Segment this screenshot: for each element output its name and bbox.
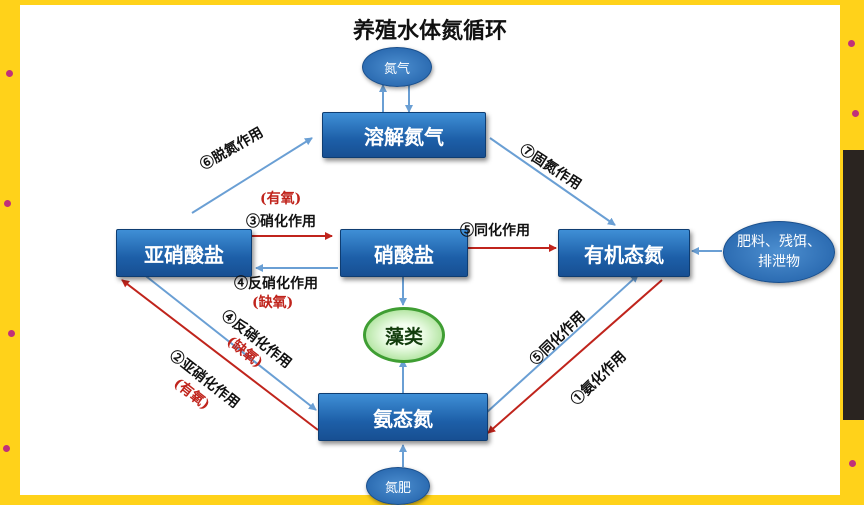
label-nitrification: ③硝化作用 [246, 214, 316, 230]
label-assimilation-top: ⑤同化作用 [460, 223, 530, 239]
decor-dot [849, 460, 856, 467]
node-ammonia-n: 氨态氮 [318, 393, 488, 441]
decor-dot [4, 200, 11, 207]
background-edge [843, 150, 864, 420]
node-fertilizer-waste: 肥料、残饵、排泄物 [723, 221, 835, 283]
node-n2-gas: 氮气 [362, 47, 432, 87]
node-nitrate: 硝酸盐 [340, 229, 468, 277]
node-organic-n: 有机态氮 [558, 229, 690, 277]
decor-dot [848, 40, 855, 47]
arrow-denitrogen [191, 137, 313, 214]
arrow-ammonification [487, 279, 663, 434]
decor-dot [3, 445, 10, 452]
node-n-fertilizer: 氮肥 [366, 467, 430, 505]
decor-dot [6, 70, 13, 77]
arrow-assimilation-diag [485, 274, 639, 414]
decor-dot [852, 110, 859, 117]
node-nitrite: 亚硝酸盐 [116, 229, 252, 277]
diagram-title: 养殖水体氮循环 [352, 18, 507, 44]
arrow-fixation [489, 137, 616, 226]
arrow-nitrosation [121, 279, 319, 431]
node-algae: 藻类 [363, 307, 445, 363]
decor-dot [8, 330, 15, 337]
arrow-denitrification-diag [141, 272, 317, 411]
label-aerobic-1: (有氧) [260, 191, 302, 207]
label-anaerobic-1: (缺氧) [252, 295, 294, 311]
node-dissolved-n2: 溶解氮气 [322, 112, 486, 158]
label-denitrification: ④反硝化作用 [234, 276, 318, 292]
slide: 养殖水体氮循环 [20, 5, 840, 505]
arrow-layer [121, 84, 722, 467]
